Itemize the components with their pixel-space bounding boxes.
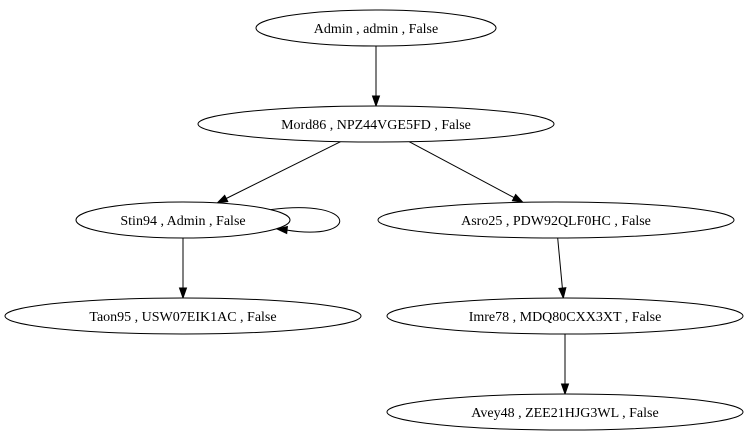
arrow-head [275,225,288,235]
node-label: Admin , admin , False [314,22,438,37]
self-loop-line [270,207,341,233]
node-ellipse [75,201,291,239]
node-ellipse [386,393,744,431]
node-taon95: Taon95 , USW07EIK1AC , False [4,297,362,335]
edges-layer [178,46,570,396]
edge-stin94-to-taon95 [178,238,188,300]
edge-stin94-to-stin94 [270,207,341,235]
node-ellipse [4,297,362,335]
arrow-head [558,287,567,300]
edge-imre78-to-avey48 [560,334,570,396]
node-label: Taon95 , USW07EIK1AC , False [89,310,276,325]
node-avey48: Avey48 , ZEE21HJG3WL , False [386,393,744,431]
node-mord86: Mord86 , NPZ44VGE5FD , False [197,105,555,143]
node-label: Asro25 , PDW92QLF0HC , False [461,214,651,229]
arrow-head [560,383,570,396]
node-ellipse [377,201,735,239]
arrow-head [215,194,229,204]
arrow-head [371,95,381,108]
node-ellipse [255,9,497,47]
node-label: Stin94 , Admin , False [120,214,245,229]
edge-asro25-to-imre78 [557,237,567,300]
node-ellipse [386,297,744,335]
node-label: Mord86 , NPZ44VGE5FD , False [281,118,471,133]
node-asro25: Asro25 , PDW92QLF0HC , False [377,201,735,239]
edge-mord86-to-stin94 [215,141,341,204]
edge-mord86-to-asro25 [408,141,525,204]
node-label: Imre78 , MDQ80CXX3XT , False [469,310,662,325]
arrow-head [178,287,188,300]
node-stin94: Stin94 , Admin , False [75,201,291,239]
edge-admin-to-mord86 [371,46,381,108]
node-imre78: Imre78 , MDQ80CXX3XT , False [386,297,744,335]
edge-line [557,237,563,289]
node-label: Avey48 , ZEE21HJG3WL , False [471,406,658,421]
arrow-head [511,193,525,204]
edge-line [408,141,515,199]
node-admin: Admin , admin , False [255,9,497,47]
edge-line [226,141,341,199]
node-ellipse [197,105,555,143]
